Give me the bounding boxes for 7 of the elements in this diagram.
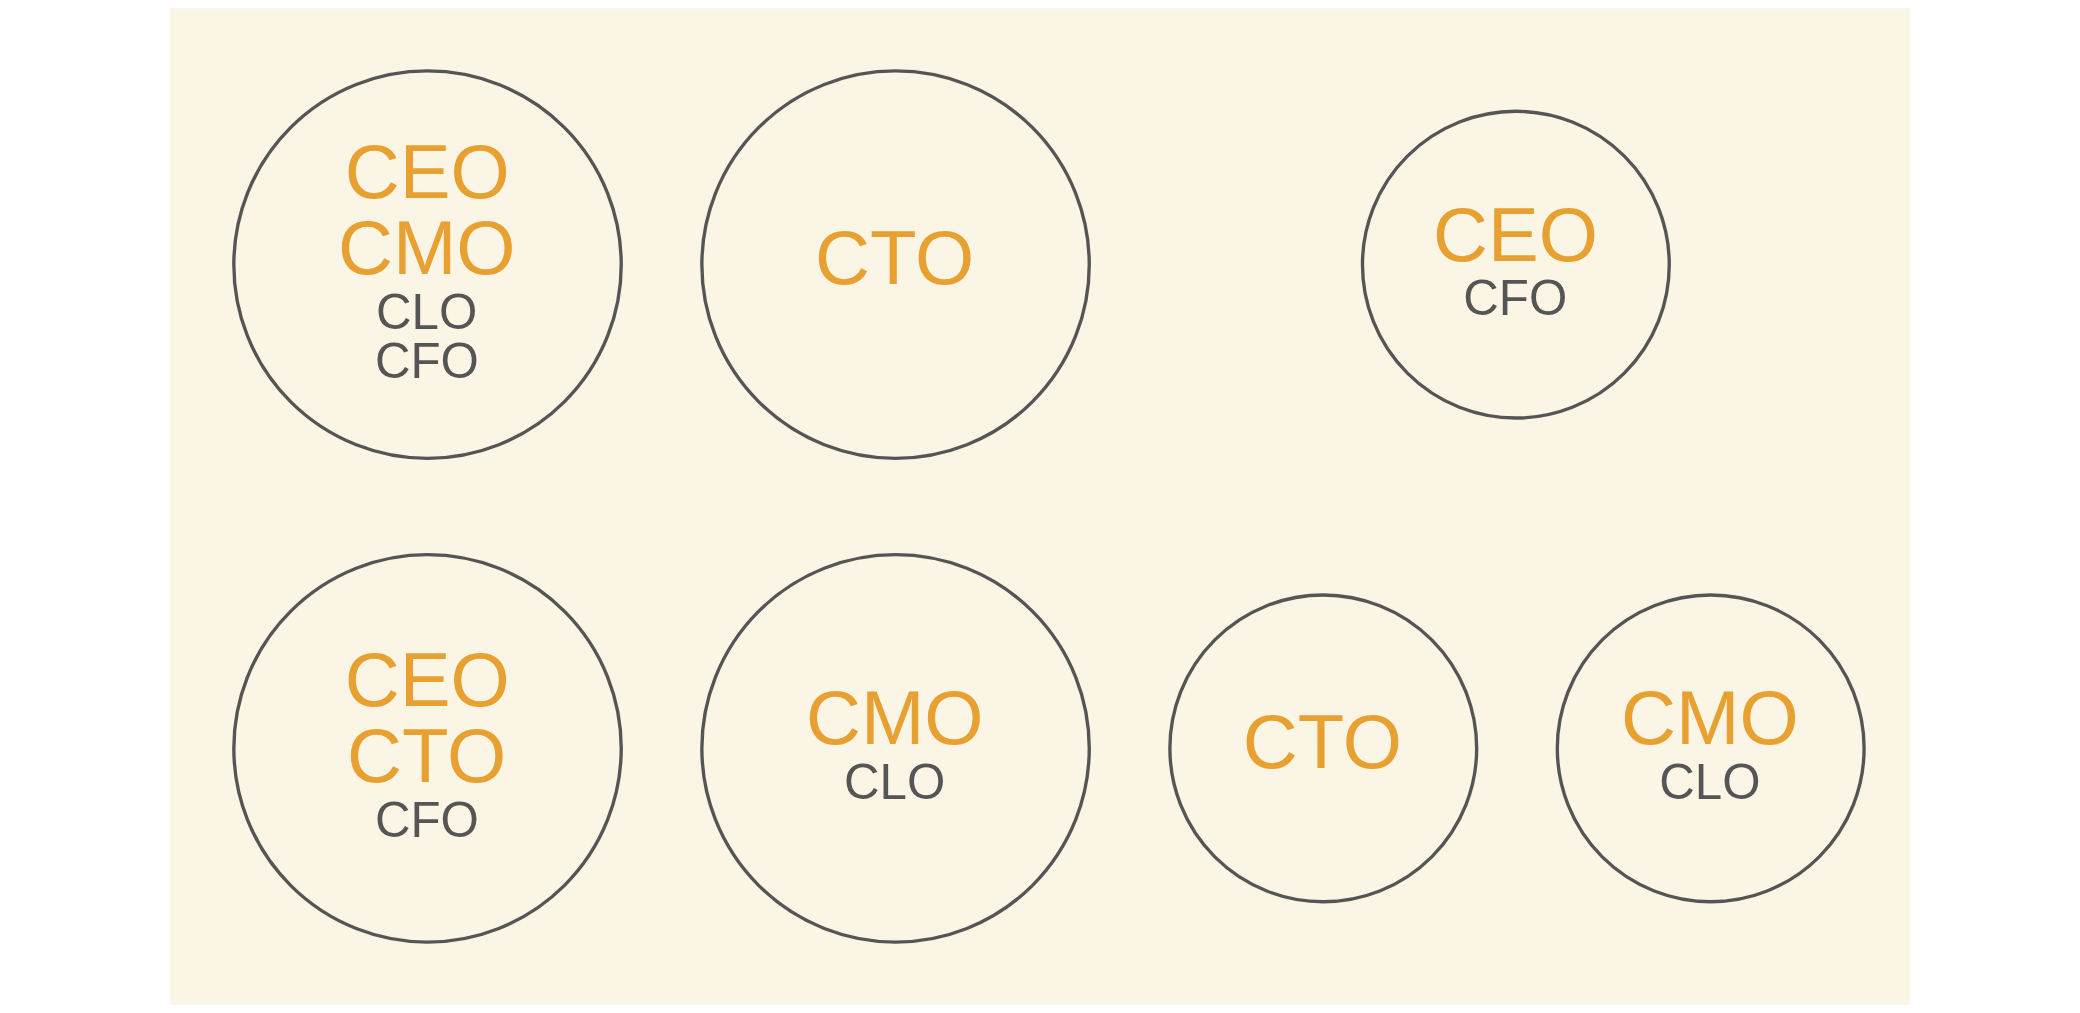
node-circle: CEO CMO CLO CFO xyxy=(232,69,623,461)
node-circle: CMO CLO xyxy=(1555,593,1866,904)
node-circle: CMO CLO xyxy=(700,552,1091,944)
node-circle: CEO CTO CFO xyxy=(232,552,623,944)
node-circle: CTO xyxy=(1168,593,1479,904)
node-circle: CEO CFO xyxy=(1360,109,1671,420)
node-circle: CTO xyxy=(700,69,1091,461)
